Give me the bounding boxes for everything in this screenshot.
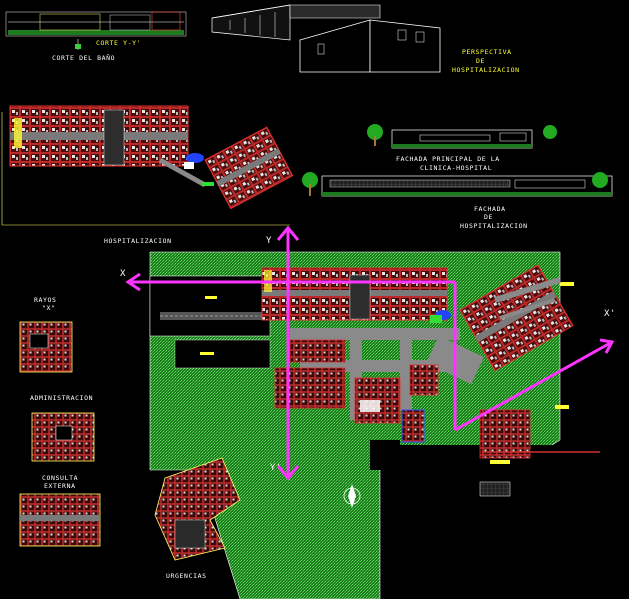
rayos-title-1: RAYOS (34, 296, 57, 304)
fachada-principal-title-1: FACHADA PRINCIPAL DE LA (396, 155, 500, 163)
administracion-plan: ADMINISTRACION (30, 394, 95, 462)
corte-bano-section: CORTE DEL BAÑO (52, 39, 115, 62)
perspectiva-title-2: DE (476, 57, 485, 65)
fachada-hospitalizacion: FACHADA DE HOSPITALIZACION (302, 172, 613, 230)
perspectiva-drawing: PERSPECTIVA DE HOSPITALIZACION (211, 4, 520, 74)
urgencias-plan: URGENCIAS (154, 457, 241, 580)
axis-label-y-bottom: Y' (270, 463, 282, 473)
hospitalizacion-plan: HOSPITALIZACION (1, 105, 294, 245)
rayos-x-plan: RAYOS "X" (19, 296, 73, 373)
administracion-title: ADMINISTRACION (30, 394, 93, 402)
axis-label-x-right: X' (604, 309, 616, 319)
section-axis-lines: X X' Y Y' (120, 225, 616, 481)
corte-bano-title: CORTE DEL BAÑO (52, 53, 115, 62)
fachada-hosp-title-1: FACHADA (474, 205, 506, 213)
rayos-title-2: "X" (42, 304, 56, 312)
axis-label-x-left: X (120, 269, 126, 279)
axis-label-y-top: Y (266, 236, 272, 246)
fachada-principal-title-2: CLINICA-HOSPITAL (420, 164, 492, 172)
perspectiva-title-3: HOSPITALIZACION (452, 66, 520, 74)
corte-y-section: CORTE Y-Y' (5, 11, 187, 47)
fachada-principal: FACHADA PRINCIPAL DE LA CLINICA-HOSPITAL (367, 124, 557, 172)
fachada-hosp-title-3: HOSPITALIZACION (460, 222, 528, 230)
urgencias-title: URGENCIAS (166, 572, 207, 580)
corte-y-title: CORTE Y-Y' (96, 39, 141, 47)
perspectiva-title-1: PERSPECTIVA (462, 48, 512, 56)
fachada-hosp-title-2: DE (484, 213, 493, 221)
consulta-title-1: CONSULTA (42, 474, 78, 482)
consulta-externa-plan: CONSULTA EXTERNA (19, 474, 101, 547)
consulta-title-2: EXTERNA (44, 482, 76, 490)
hospitalizacion-title: HOSPITALIZACION (104, 237, 172, 245)
